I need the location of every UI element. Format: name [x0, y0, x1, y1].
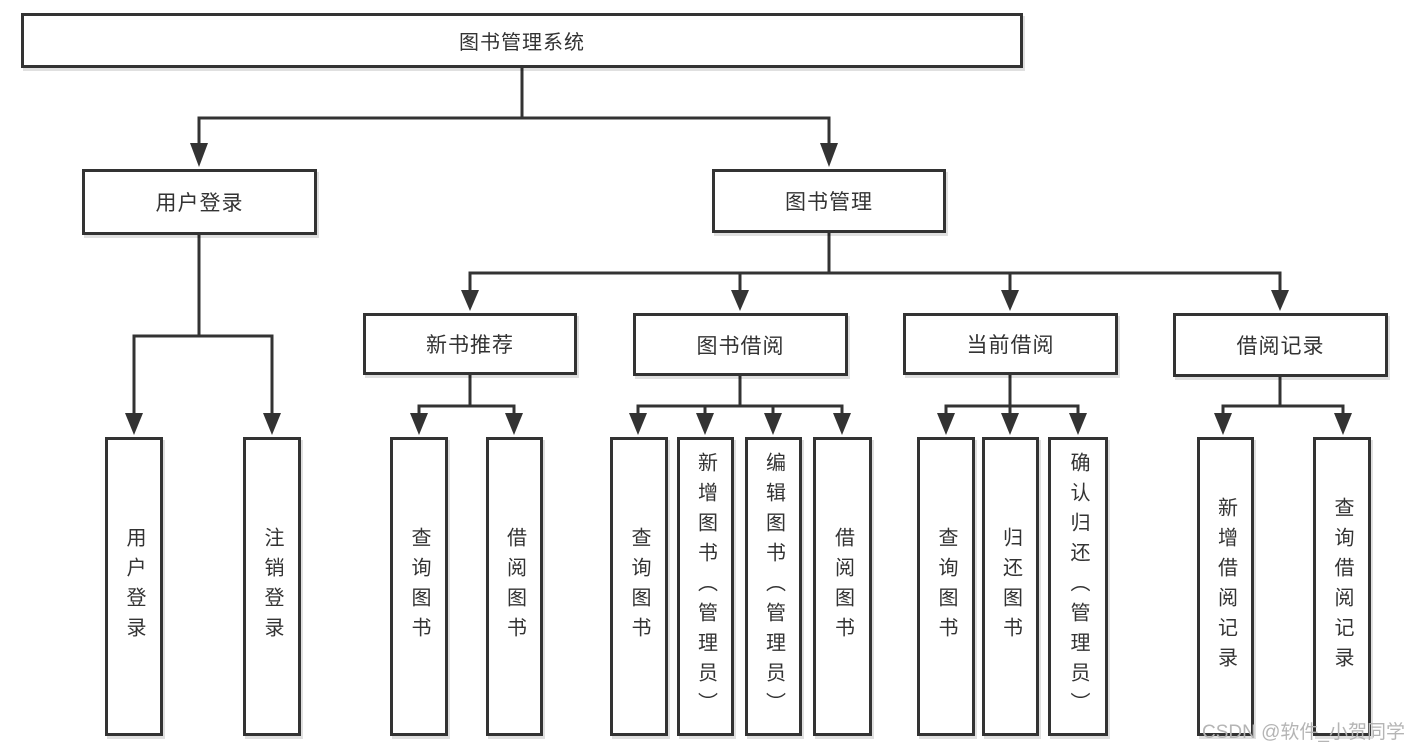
node-current-borrow-label: 当前借阅: [966, 334, 1055, 357]
node-new-book-recommend-label: 新书推荐: [426, 334, 514, 357]
leaf-user-login: 用户登录: [105, 437, 163, 736]
leaf-query-books-borrow: 查询图书: [610, 437, 668, 736]
leaf-query-books-borrow-label: 查询图书: [628, 526, 650, 647]
node-current-borrow: 当前借阅: [903, 313, 1118, 375]
leaf-add-books-admin: 新增图书（管理员）: [677, 437, 734, 736]
leaf-borrow-books: 借阅图书: [813, 437, 872, 736]
node-user-login: 用户登录: [82, 169, 317, 235]
leaf-query-borrow-record-label: 查询借阅记录: [1331, 496, 1353, 677]
node-user-login-label: 用户登录: [155, 192, 244, 215]
node-root-label: 图书管理系统: [459, 32, 585, 54]
leaf-query-books-current: 查询图书: [917, 437, 975, 736]
leaf-add-borrow-record-label: 新增借阅记录: [1214, 496, 1237, 677]
node-book-management: 图书管理: [712, 169, 946, 233]
leaf-borrow-books-label: 借阅图书: [831, 526, 854, 647]
leaf-add-books-admin-label: 新增图书（管理员）: [694, 451, 717, 722]
leaf-user-login-label: 用户登录: [123, 526, 145, 647]
node-book-borrow-label: 图书借阅: [696, 334, 785, 358]
leaf-query-books-recommend-label: 查询图书: [408, 526, 430, 647]
leaf-logout-login-label: 注销登录: [261, 526, 283, 647]
leaf-borrow-books-recommend-label: 借阅图书: [503, 526, 526, 647]
node-book-borrow: 图书借阅: [633, 313, 848, 376]
leaf-add-borrow-record: 新增借阅记录: [1197, 437, 1254, 736]
node-book-management-label: 图书管理: [785, 191, 873, 214]
leaf-edit-books-admin-label: 编辑图书（管理员）: [762, 451, 785, 722]
leaf-edit-books-admin: 编辑图书（管理员）: [745, 437, 802, 736]
csdn-watermark: CSDN @软件_小贺同学: [1202, 722, 1405, 743]
node-borrow-records: 借阅记录: [1173, 313, 1388, 377]
leaf-query-books-recommend: 查询图书: [390, 437, 448, 736]
leaf-confirm-return-admin: 确认归还（管理员）: [1048, 437, 1108, 736]
leaf-return-books: 归还图书: [982, 437, 1039, 736]
leaf-logout-login: 注销登录: [243, 437, 301, 736]
leaf-query-books-current-label: 查询图书: [935, 526, 957, 647]
node-root-system: 图书管理系统: [21, 13, 1023, 68]
node-new-book-recommend: 新书推荐: [363, 313, 577, 375]
leaf-query-borrow-record: 查询借阅记录: [1313, 437, 1371, 736]
leaf-borrow-books-recommend: 借阅图书: [486, 437, 543, 736]
node-borrow-records-label: 借阅记录: [1236, 335, 1325, 358]
leaf-confirm-return-admin-label: 确认归还（管理员）: [1067, 451, 1089, 722]
leaf-return-books-label: 归还图书: [999, 526, 1022, 647]
